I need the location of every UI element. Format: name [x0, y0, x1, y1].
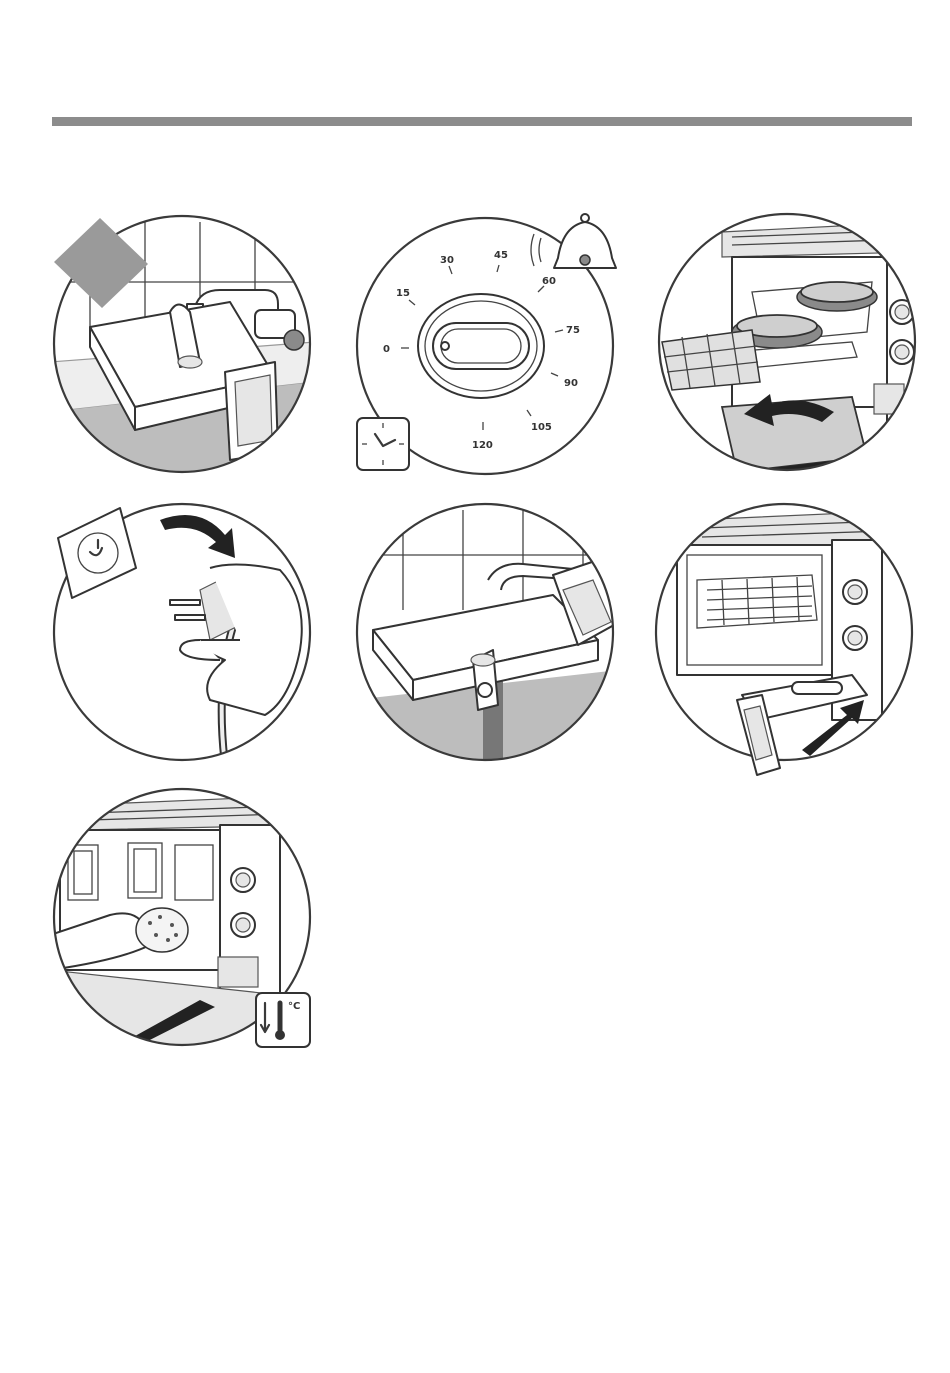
timer-tick-45: 45	[494, 250, 508, 261]
panel-clean-interior: °C	[50, 785, 315, 1050]
panel-timer-dial: 0 15 30 45 60 75 90 105 120	[353, 208, 618, 478]
timer-tick-15: 15	[396, 288, 410, 299]
panel-unplug	[50, 500, 315, 765]
thermometer-unit-label: °C	[288, 1001, 300, 1012]
timer-tick-0: 0	[383, 344, 390, 355]
panel-remove-dish	[612, 212, 917, 480]
panel-insert-tray	[652, 500, 917, 785]
panel-tray-rinse	[353, 500, 618, 765]
thermometer-icon: °C	[256, 993, 310, 1047]
timer-tick-120: 120	[472, 440, 493, 451]
timer-tick-75: 75	[566, 325, 580, 336]
clock-icon	[357, 418, 409, 470]
timer-tick-60: 60	[542, 276, 556, 287]
timer-tick-105: 105	[531, 422, 552, 433]
timer-tick-90: 90	[564, 378, 578, 389]
timer-tick-30: 30	[440, 255, 454, 266]
panel-crumb-tray-wash	[50, 212, 315, 477]
top-divider-rule	[52, 117, 912, 126]
